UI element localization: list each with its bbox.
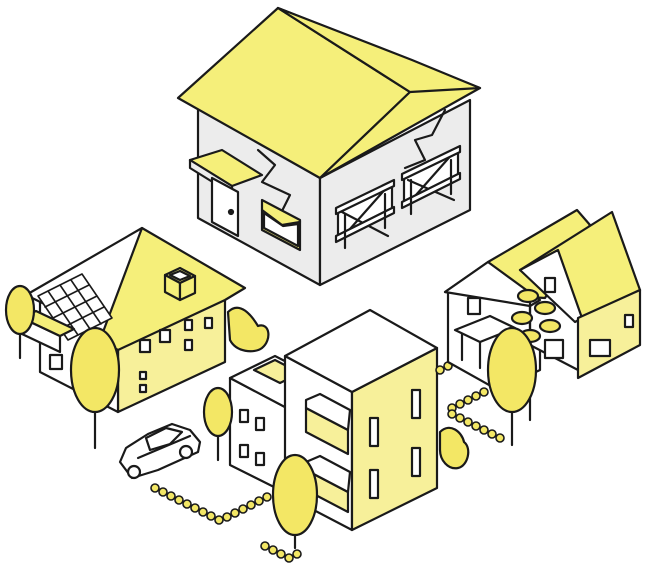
window: [138, 370, 148, 381]
window: [543, 276, 557, 294]
window: [238, 443, 250, 459]
door-knob: [227, 208, 235, 216]
window: [368, 416, 380, 448]
window: [543, 338, 565, 360]
apartment-tower-top: [283, 308, 439, 394]
damaged-house: [176, 6, 482, 287]
tree-icon: [69, 326, 121, 450]
window: [183, 338, 194, 352]
damaged-house-door-icon: [210, 176, 240, 238]
window: [203, 316, 214, 330]
tree-icon: [202, 386, 234, 462]
right-twin-house: [443, 208, 642, 392]
window: [466, 296, 482, 316]
window: [254, 451, 266, 467]
window: [410, 446, 422, 478]
window: [158, 328, 172, 344]
chimney-icon: [163, 266, 197, 302]
window: [138, 338, 152, 354]
tree-icon: [271, 453, 319, 550]
window: [410, 388, 422, 420]
window: [254, 416, 266, 432]
damaged-house-roof-ridge: [276, 6, 482, 94]
tree-icon: [486, 326, 538, 447]
crack-icon: [403, 108, 447, 170]
damaged-house-side-wall: [318, 98, 472, 287]
window: [238, 408, 250, 424]
window-brace-icon: [334, 178, 396, 250]
hedge-icon: [226, 306, 270, 353]
window: [623, 313, 635, 329]
window: [183, 318, 194, 332]
window: [588, 338, 612, 358]
hedge-icon: [150, 361, 505, 563]
left-house: [20, 226, 247, 414]
window-brace-icon: [400, 144, 462, 216]
window: [138, 383, 148, 394]
tree-icon: [4, 284, 36, 360]
window: [48, 353, 64, 371]
window: [368, 468, 380, 500]
car-icon: [118, 422, 202, 480]
hedge-icon: [438, 426, 470, 470]
